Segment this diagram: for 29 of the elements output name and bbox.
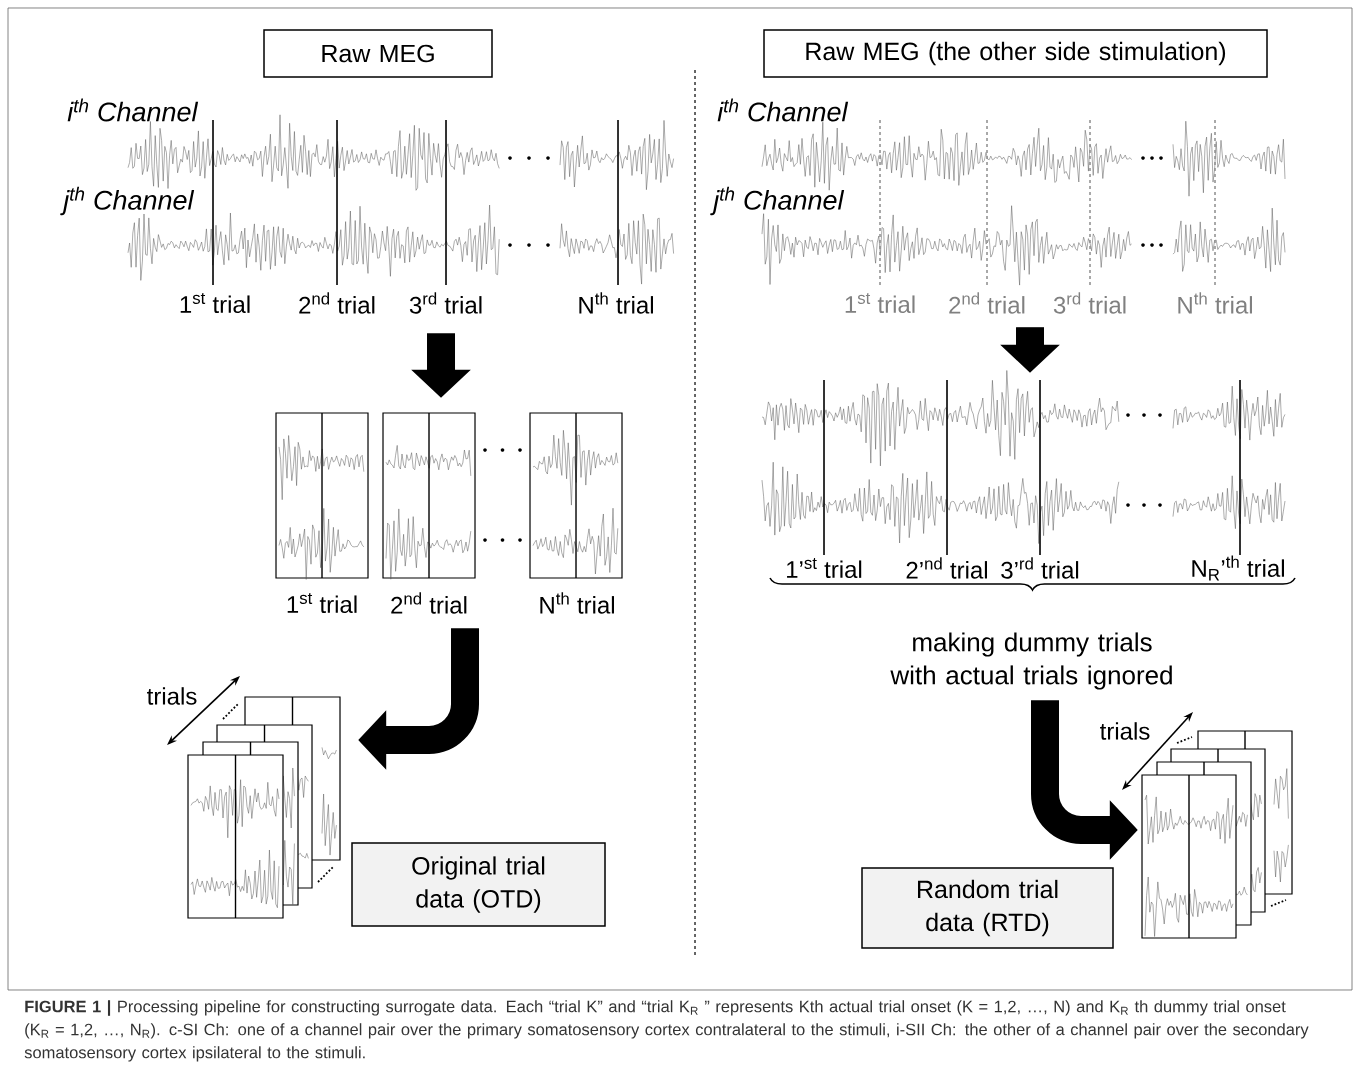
- dummy-signal-drawing: [761, 370, 1286, 556]
- trial-label: 1’$^{st}$ trial: [787, 557, 862, 579]
- trial-label: 1$^{st}$ trial: [845, 292, 915, 314]
- text-box: Original trial data (OTD): [351, 842, 606, 927]
- channel-label: j$^{th}$ Channel: [60, 186, 195, 216]
- trial-label: 1$^{st}$ trial: [287, 592, 357, 614]
- trial-label: 2$^{nd}$ trial: [299, 292, 375, 314]
- trial-label: N$_{R}$’$^{th}$ trial: [1192, 555, 1284, 581]
- channel-label: i$^{th}$ Channel: [717, 98, 849, 122]
- channel-label: j$^{th}$ Channel: [710, 186, 845, 216]
- trial-label: 3$^{rd}$ trial: [409, 292, 482, 314]
- trial-label: 2’$^{nd}$ trial: [906, 557, 987, 579]
- text-box: Random trial data (RTD): [861, 867, 1114, 949]
- trial-label: 3$^{rd}$ trial: [1053, 292, 1126, 314]
- text-box: Raw MEG (the other side stimulation): [763, 29, 1268, 78]
- text-box: Raw MEG: [263, 29, 493, 78]
- channel-label: i$^{th}$ Channel: [67, 98, 199, 122]
- axis-label: trials: [1100, 722, 1150, 740]
- trial-epochs-drawing: [275, 412, 623, 580]
- annotation-text: making dummy trials with actual trials ignored: [890, 632, 1172, 690]
- trial-label: 1$^{st}$ trial: [180, 292, 250, 314]
- trial-label: 2$^{nd}$ trial: [391, 592, 467, 614]
- trial-label: N$^{th}$ trial: [540, 592, 614, 614]
- trial-label: N$^{th}$ trial: [1178, 292, 1252, 314]
- trial-label: 3’$^{rd}$ trial: [1001, 557, 1079, 579]
- trial-label: N$^{th}$ trial: [579, 292, 653, 314]
- caption: FIGURE 1 | Processing pipeline for constructing surrogate data. Each “trial K” and “trial K$_{R}$ ” represents Kth actual trial onset (K = 1,2, …, N) and K$_{R}$ th dummy trial onset (K$_{R}$ = 1,2, …, N$_{R}$). c-SI Ch: one of a channel pair over the primary somatosensory cortex contralateral to the stimuli, i-SII Ch: the other of a channel pair over the secondary somatosensory cortex ipsilateral to the stimuli.: [24, 1000, 1309, 1062]
- trial-label: 2$^{nd}$ trial: [949, 292, 1025, 314]
- axis-label: trials: [147, 687, 197, 705]
